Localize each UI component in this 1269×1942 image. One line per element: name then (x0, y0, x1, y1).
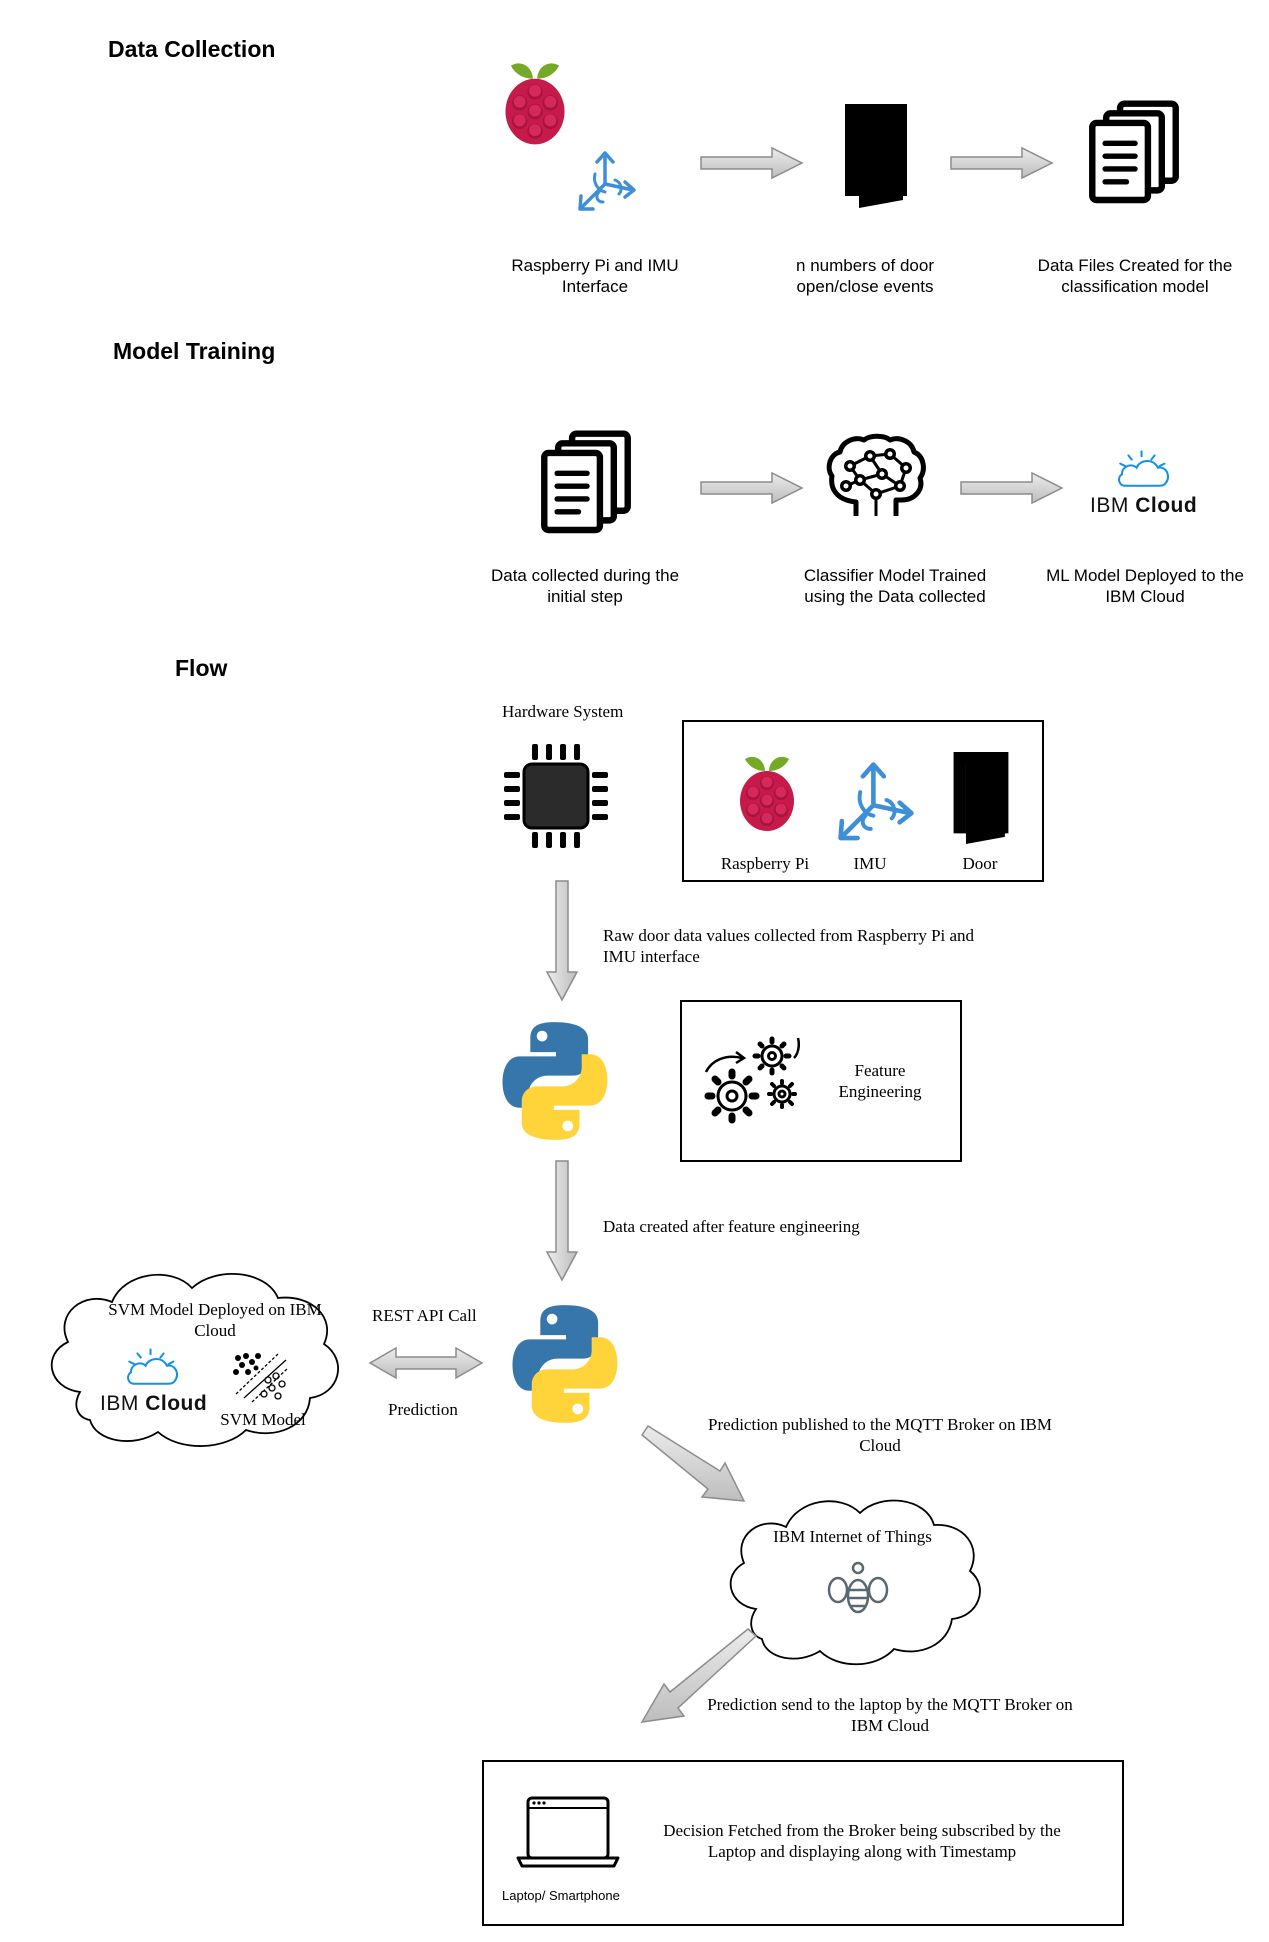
hw-label-raspberry: Raspberry Pi (720, 854, 810, 873)
mqtt-send-label: Prediction send to the laptop by the MQT… (707, 1695, 1073, 1735)
iot-bee-icon (827, 1561, 889, 1614)
decision-label: Decision Fetched from the Broker being s… (663, 1821, 1061, 1861)
prediction-label: Prediction (388, 1400, 458, 1419)
svm-cloud-title: SVM Model Deployed on IBM Cloud (108, 1300, 322, 1340)
arrow-down-icon (545, 880, 579, 1002)
door-icon (953, 752, 1009, 844)
double-arrow-icon (368, 1346, 484, 1380)
imu-axes-icon (578, 151, 636, 211)
iot-label: IBM Internet of Things (773, 1527, 932, 1546)
svm-ibm-prefix: IBM (100, 1392, 139, 1415)
hardware-system-title: Hardware System (502, 702, 624, 721)
svm-model-icon (233, 1353, 289, 1403)
feature-engineering-label: Feature Engineering (838, 1061, 922, 1101)
hw-label-imu: IMU (853, 854, 887, 873)
section-title-flow: Flow (175, 655, 228, 681)
caption-classifier-trained: Classifier Model Trained using the Data … (803, 566, 987, 606)
svm-model-label: SVM Model (220, 1410, 306, 1429)
caption-raspberry-imu: Raspberry Pi and IMU Interface (511, 256, 679, 296)
ibm-prefix: IBM (1090, 494, 1129, 517)
door-icon (845, 104, 907, 208)
ibm-cloud-icon (127, 1348, 179, 1385)
rest-api-label: REST API Call (372, 1306, 477, 1325)
data-files-icon (540, 428, 632, 540)
raw-data-label: Raw door data values collected from Rasp… (603, 926, 975, 966)
laptop-label: Laptop/ Smartphone (502, 1888, 620, 1903)
arrow-right-icon (700, 471, 804, 505)
feature-engineering-box (680, 1000, 962, 1162)
svm-cloud-shape (50, 1273, 339, 1447)
svm-ibm-cloud-logo-text: IBM Cloud (100, 1392, 207, 1416)
caption-data-collected: Data collected during the initial step (490, 566, 680, 606)
raspberry-pi-icon (505, 63, 565, 145)
python-icon (512, 1305, 618, 1423)
imu-axes-icon (834, 758, 918, 842)
section-title-model-training: Model Training (113, 338, 276, 364)
chip-icon (504, 744, 608, 848)
ibm-cloud-logo-text: IBM Cloud (1090, 494, 1197, 518)
caption-ml-deployed: ML Model Deployed to the IBM Cloud (1046, 566, 1244, 606)
laptop-icon (516, 1796, 620, 1868)
ibm-cloud-icon (1118, 450, 1170, 487)
arrow-right-icon (700, 146, 804, 180)
mqtt-publish-label: Prediction published to the MQTT Broker … (708, 1415, 1052, 1455)
caption-data-files: Data Files Created for the classificatio… (1037, 256, 1233, 296)
ibm-suffix: Cloud (1135, 494, 1198, 517)
gears-icon (704, 1036, 801, 1124)
svm-ibm-suffix: Cloud (145, 1392, 208, 1415)
iot-cloud-shape (729, 1499, 981, 1666)
after-feature-engineering-label: Data created after feature engineering (603, 1217, 860, 1236)
hw-label-door: Door (962, 854, 998, 873)
brain-icon (826, 433, 926, 516)
arrow-down-icon (545, 1160, 579, 1282)
arrow-right-icon (960, 471, 1064, 505)
raspberry-pi-icon (740, 756, 794, 831)
section-title-data-collection: Data Collection (108, 36, 276, 62)
arrow-right-icon (950, 146, 1054, 180)
data-files-icon (1088, 98, 1180, 210)
arrow-diagonal-icon (640, 1424, 746, 1502)
python-icon (502, 1022, 608, 1140)
arrow-diagonal-icon (640, 1628, 758, 1723)
caption-door-events: n numbers of door open/close events (796, 256, 934, 296)
